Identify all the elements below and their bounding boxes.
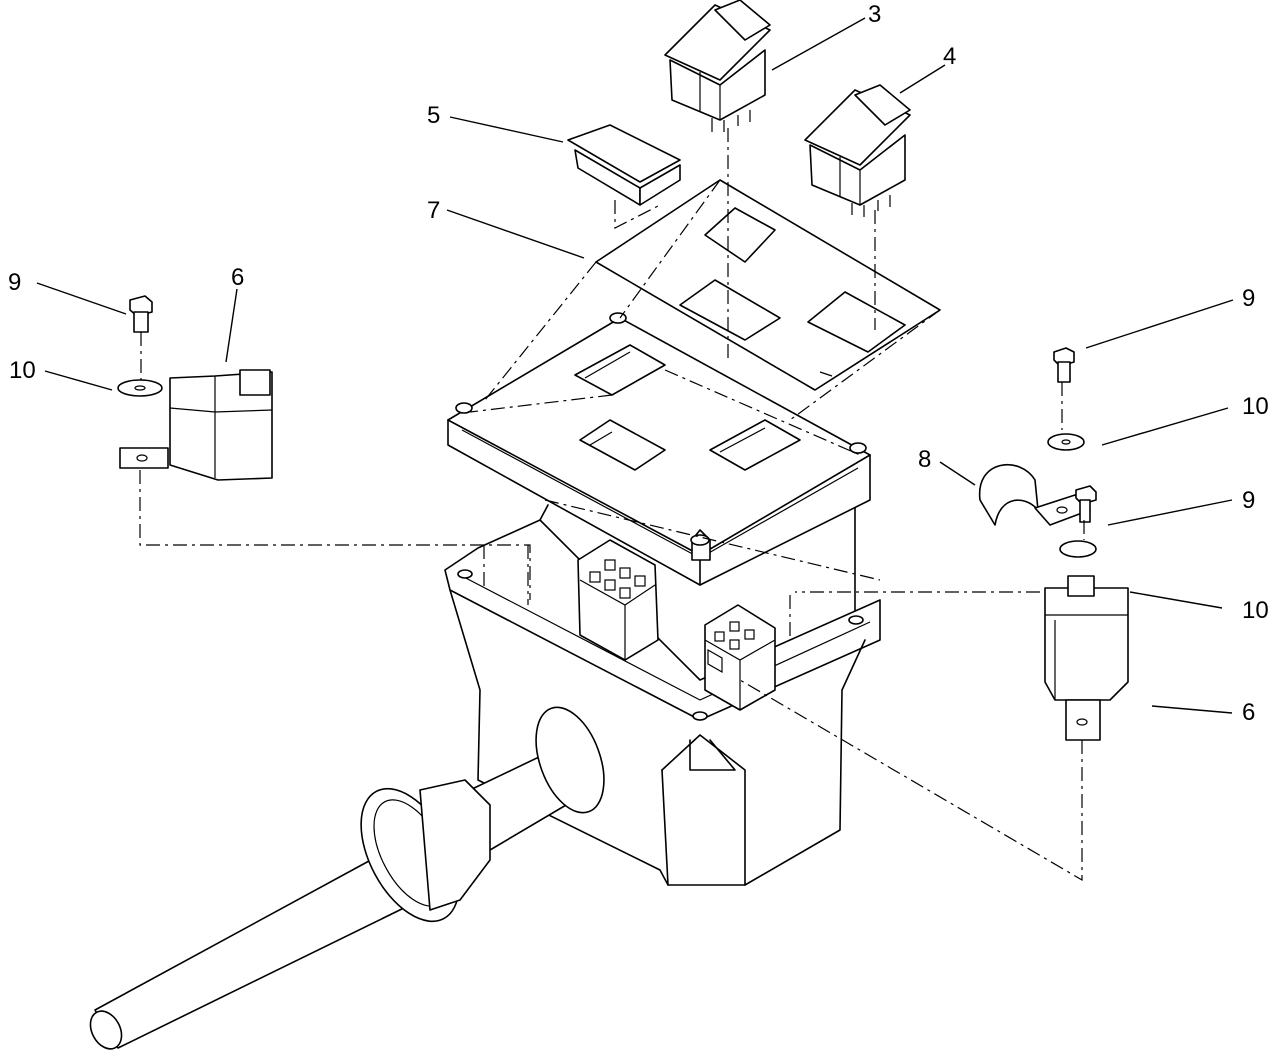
callout-8: 8 (918, 446, 931, 473)
callout-10-left: 10 (9, 357, 36, 384)
callout-6-left: 6 (231, 264, 244, 291)
relay-left (119, 369, 273, 481)
switch-plug (567, 124, 681, 206)
washer-left (117, 379, 163, 397)
callout-4: 4 (943, 43, 956, 70)
leader-lines (36, 17, 1234, 714)
callout-9-right-mid: 9 (1242, 487, 1255, 514)
control-box-cover (447, 312, 871, 586)
center-lines (139, 128, 1085, 882)
callout-9-left: 9 (8, 269, 21, 296)
callout-10-right-bottom: 10 (1242, 597, 1269, 624)
washer-right-mid (1059, 540, 1097, 558)
bolt-left (129, 295, 153, 333)
callout-3: 3 (868, 1, 881, 28)
callout-7: 7 (427, 197, 440, 224)
rocker-switch-4 (804, 84, 911, 217)
rocker-switch-3 (664, 0, 771, 132)
callout-labels: 3 4 5 7 9 6 10 9 10 8 9 10 6 (8, 1, 1269, 726)
callout-5: 5 (427, 102, 440, 129)
relay-right (1044, 575, 1129, 741)
washer-right-top (1047, 433, 1085, 451)
wire-connector-left (577, 539, 659, 661)
bolt-right-top (1053, 347, 1075, 383)
wire-connector-right (704, 604, 776, 711)
callout-9-right-top: 9 (1242, 285, 1255, 312)
callout-6-right: 6 (1242, 699, 1255, 726)
joystick-boot (360, 706, 605, 923)
callout-10-right-top: 10 (1242, 393, 1269, 420)
joystick-shaft (89, 734, 601, 1050)
cable-clamp (979, 464, 1097, 526)
